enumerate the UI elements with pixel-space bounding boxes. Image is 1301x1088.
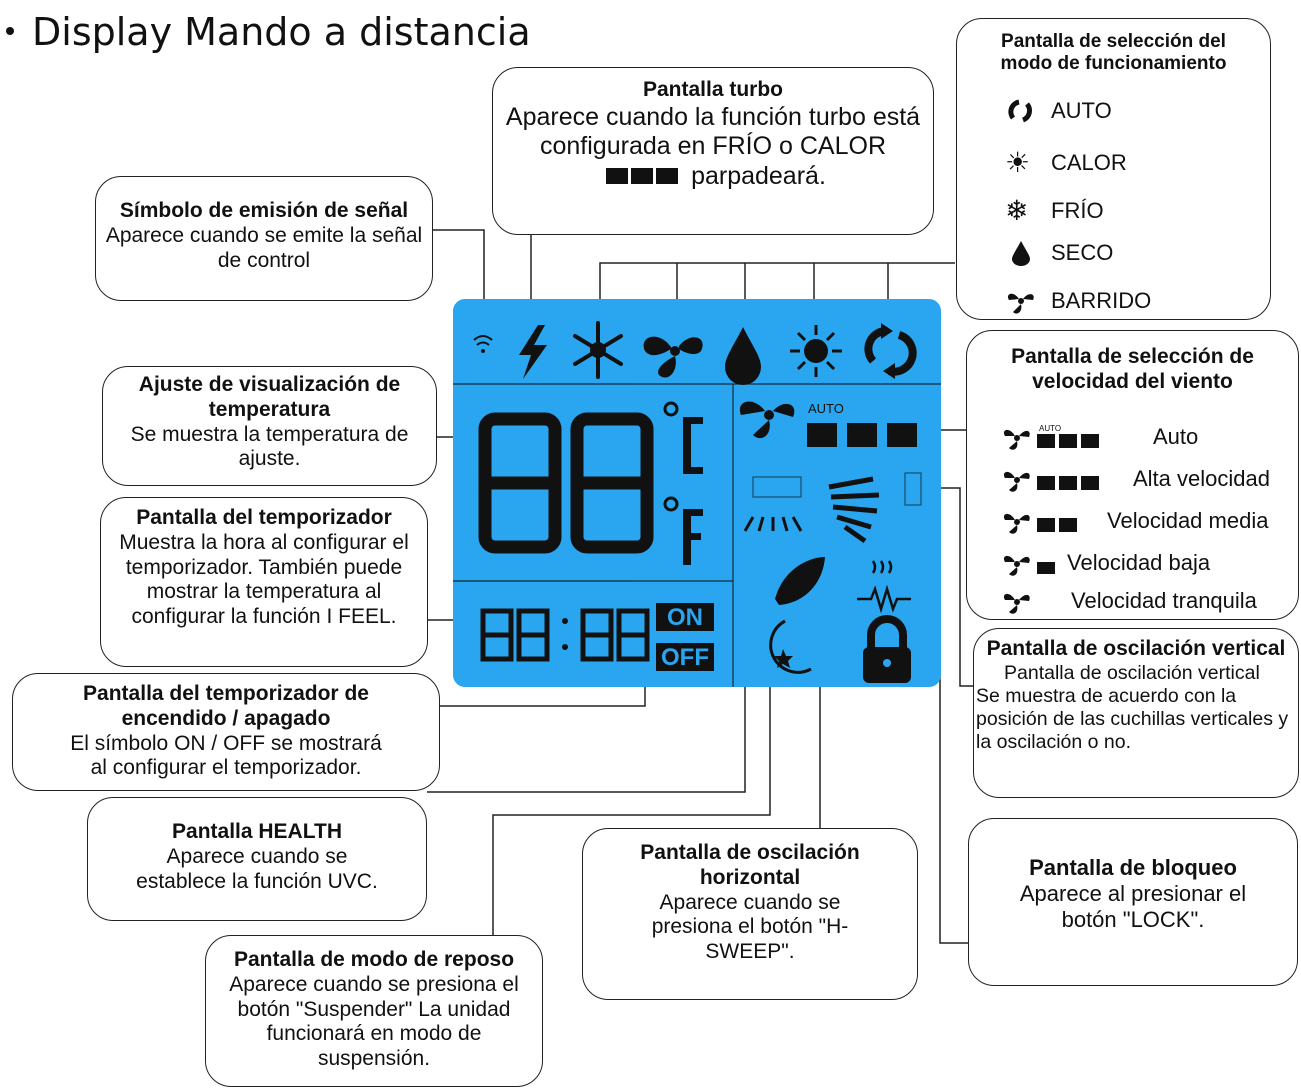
heater-icon — [857, 560, 911, 614]
speed-item-quiet: Velocidad tranquila — [1003, 586, 1257, 616]
lcd-auto-label: AUTO — [808, 401, 844, 416]
sleep-icon — [769, 619, 812, 674]
lcd-fan-icon — [739, 401, 795, 439]
snowflake-icon: ❄ — [1005, 195, 1029, 226]
mode-selection-box: Pantalla de selección del modo de funcio… — [956, 18, 1271, 320]
drop-icon — [1012, 241, 1030, 266]
mode-item-calor: ☀ CALOR — [1005, 147, 1127, 178]
signal-box: Símbolo de emisión de señal Aparece cuan… — [95, 176, 433, 301]
snowflake-icon — [573, 321, 623, 379]
speed-low-icon — [1003, 555, 1055, 576]
timer-box: Pantalla del temporizador Muestra la hor… — [100, 497, 428, 667]
on-label: ON — [667, 604, 703, 631]
unit-f — [663, 496, 703, 565]
unit-c — [663, 401, 703, 474]
turbo-box: Pantalla turbo Aparece cuando la función… — [492, 67, 934, 235]
timer-digits — [480, 608, 650, 662]
on-off-timer-box: Pantalla del temporizador de encendido /… — [12, 673, 440, 791]
fan-icon — [643, 336, 703, 378]
off-label: OFF — [661, 644, 709, 671]
health-leaf-icon — [775, 557, 825, 605]
health-box: Pantalla HEALTH Aparece cuando se establ… — [87, 797, 427, 921]
lock-icon — [863, 615, 911, 683]
fan-icon — [1007, 293, 1034, 314]
speed-medium-icon — [1003, 513, 1077, 534]
speed-quiet-icon — [1003, 593, 1030, 614]
page-title: Display Mando a distancia — [0, 10, 531, 54]
wind-speed-box: Pantalla de selección de velocidad del v… — [966, 330, 1299, 620]
auto-mini-label: AUTO — [1039, 424, 1061, 433]
mode-box-title: Pantalla de selección del modo de funcio… — [1000, 31, 1227, 75]
temperature-box: Ajuste de visualización de temperatura S… — [102, 366, 437, 486]
mode-item-seco: SECO — [1005, 240, 1113, 266]
lcd-display: ON OFF AUTO — [453, 299, 941, 687]
speed-item-medium: Velocidad media — [1003, 506, 1268, 536]
speed-auto-icon: AUTO — [1003, 424, 1099, 450]
auto-icon — [1008, 99, 1032, 123]
drop-icon — [725, 327, 761, 385]
sleep-box: Pantalla de modo de reposo Aparece cuand… — [205, 935, 543, 1087]
vertical-swing-box: Pantalla de oscilación vertical Pantalla… — [973, 628, 1299, 798]
lock-box: Pantalla de bloqueo Aparece al presionar… — [968, 818, 1298, 986]
mode-item-auto: AUTO — [1005, 98, 1112, 124]
speed-item-high: Alta velocidad — [1003, 464, 1270, 494]
temperature-digits — [478, 412, 654, 554]
swing-vertical-icon — [828, 476, 880, 544]
turbo-bars-icon — [606, 167, 679, 184]
sun-icon — [790, 325, 842, 377]
mode-item-barrido: BARRIDO — [1005, 288, 1151, 314]
swing-horizontal-icon — [743, 516, 803, 532]
sun-icon: ☀ — [1005, 147, 1031, 178]
speed-item-low: Velocidad baja — [1003, 548, 1210, 578]
horizontal-swing-box: Pantalla de oscilación horizontal Aparec… — [582, 828, 918, 1000]
signal-icon — [473, 335, 493, 353]
speed-high-icon — [1003, 471, 1099, 492]
turbo-icon — [519, 325, 547, 379]
mode-item-frio: ❄ FRÍO — [1005, 195, 1104, 226]
speed-item-auto: AUTO Auto — [1003, 422, 1198, 452]
lcd-graphics: ON OFF AUTO — [453, 321, 941, 687]
auto-icon — [864, 327, 917, 376]
